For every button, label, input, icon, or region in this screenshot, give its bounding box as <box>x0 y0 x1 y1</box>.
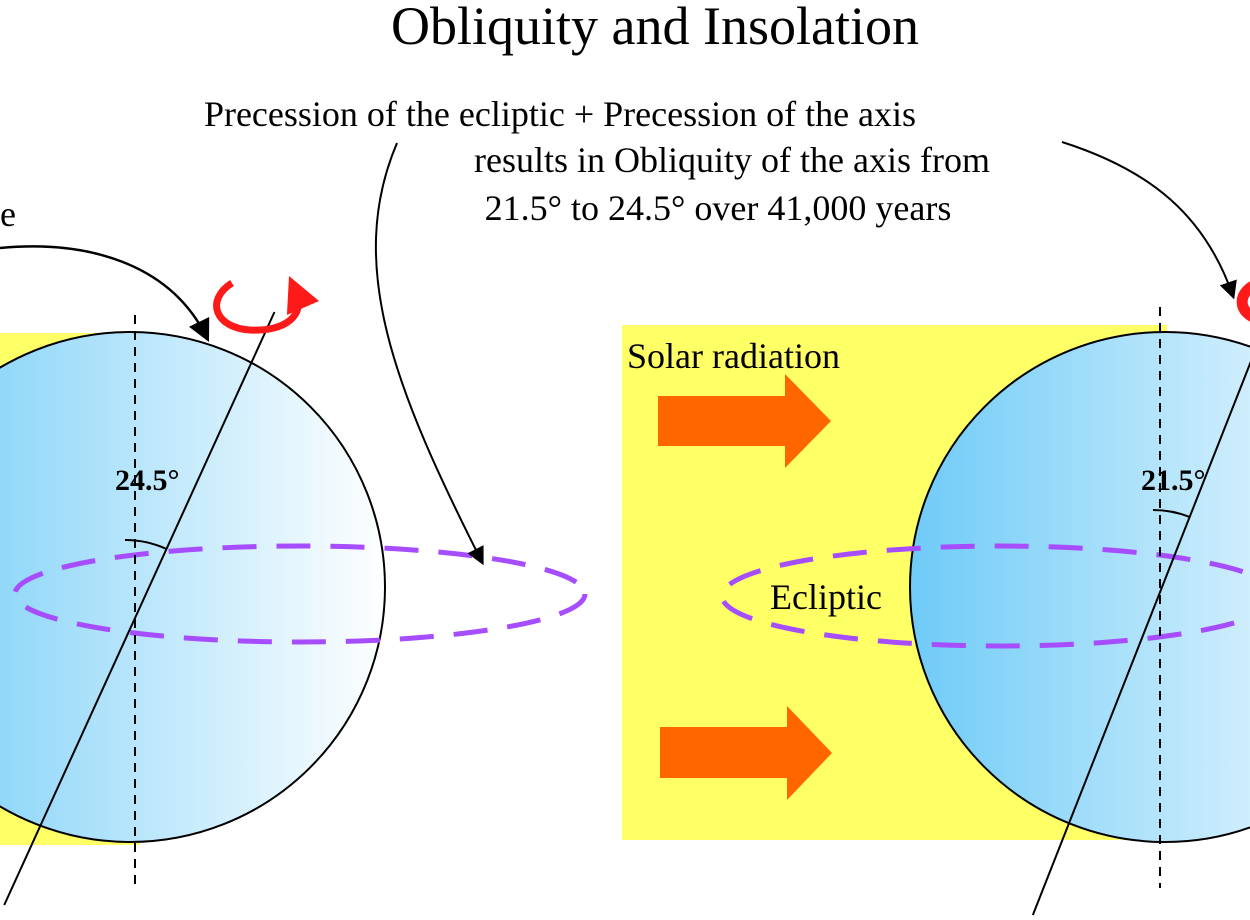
pointer-arrow-right-axis <box>1061 141 1237 300</box>
earth-right <box>909 331 1250 843</box>
ecliptic-orbit-left <box>12 543 588 645</box>
caption-line-1: Precession of the ecliptic + Precession … <box>204 94 916 134</box>
tilt-arc-right <box>1152 509 1191 518</box>
rotation-arrow-icon-right <box>1236 281 1250 322</box>
pointer-arrow-ecliptic <box>374 142 484 566</box>
earth-axis-right <box>1031 361 1250 916</box>
solar-arrow-upper <box>658 374 831 468</box>
diagram-title: Obliquity and Insolation <box>391 0 919 56</box>
earth-left <box>0 331 386 843</box>
caption-line-3: 21.5° to 24.5° over 41,000 years <box>485 188 952 228</box>
tilt-label-left: 24.5° <box>115 464 180 497</box>
ecliptic-label: Ecliptic <box>770 577 882 617</box>
left-partial-label: e <box>0 194 16 234</box>
ecliptic-orbit-right <box>719 543 1250 649</box>
solar-radiation-label: Solar radiation <box>627 336 840 376</box>
solar-arrow-lower <box>660 706 832 800</box>
caption-line-2: results in Obliquity of the axis from <box>474 140 990 180</box>
earth-axis-left <box>3 311 276 906</box>
rotation-arrow-icon <box>213 275 320 334</box>
pointer-arrow-left-axis <box>0 245 210 343</box>
tilt-label-right: 21.5° <box>1141 464 1206 497</box>
tilt-arc-left <box>124 539 167 550</box>
